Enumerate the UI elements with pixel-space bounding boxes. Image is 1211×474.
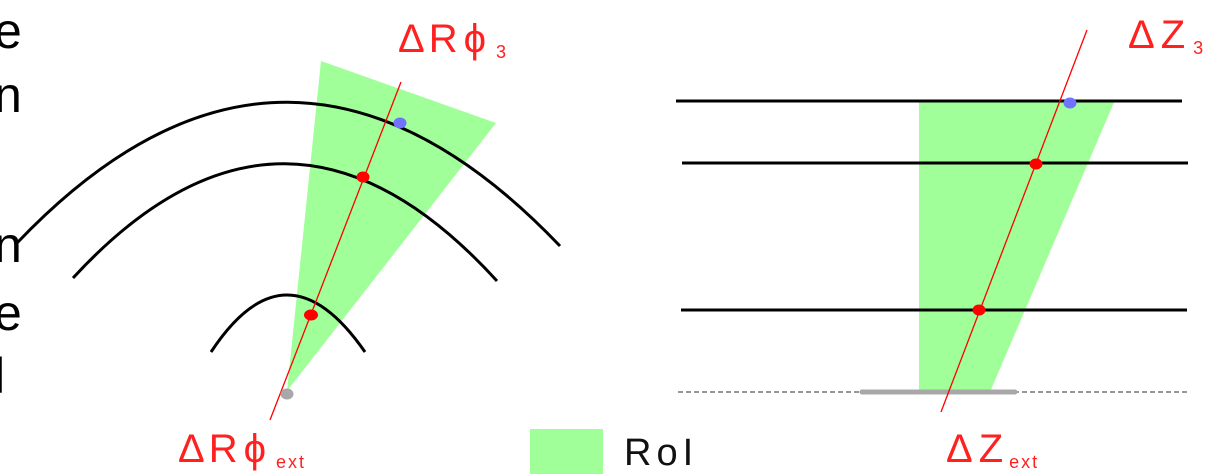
layer-arc-outer: [15, 100, 562, 248]
roi-wedge-rphi: [287, 61, 496, 391]
hit-red-rz-bottom: [972, 304, 986, 316]
hit-blue-rz: [1063, 97, 1077, 109]
edge-fragment-2: n: [0, 67, 22, 123]
edge-fragment-4: e: [0, 285, 22, 341]
delta-symbol: Δ: [398, 17, 425, 61]
track-line-rphi: [269, 81, 402, 421]
label-subscript: ext: [276, 452, 306, 472]
label-main: Rϕ: [209, 427, 272, 471]
label-subscript: 3: [1193, 38, 1203, 58]
label-main: Rϕ: [429, 17, 492, 61]
delta-symbol: Δ: [178, 427, 205, 471]
layer-arc-inner: [209, 293, 367, 353]
delta-symbol: Δ: [1128, 13, 1155, 57]
origin-gray-rphi: [280, 388, 294, 400]
hit-blue-rphi: [393, 117, 407, 129]
hit-red-rz-middle: [1029, 158, 1043, 170]
layer-arc-middle: [71, 162, 499, 283]
delta-symbol: Δ: [946, 427, 973, 471]
edge-fragment-1: e: [0, 3, 22, 59]
label-subscript: ext: [1009, 452, 1039, 472]
track-line-rz: [940, 29, 1088, 413]
label-main: Z: [1161, 13, 1185, 57]
legend-swatch-roi: [530, 429, 603, 474]
label-main: Z: [979, 427, 1003, 471]
hit-red-rphi-inner: [304, 309, 318, 321]
edge-fragment-5: l: [0, 348, 5, 404]
hit-red-rphi-middle: [356, 171, 370, 183]
roi-trapezoid-rz: [919, 100, 1115, 392]
edge-text-fragments: e n n e l: [0, 3, 22, 404]
edge-fragment-3: n: [0, 217, 22, 273]
label-subscript: 3: [496, 42, 506, 62]
legend-label-roi: RoI: [624, 432, 698, 474]
legend: RoI: [530, 429, 698, 474]
